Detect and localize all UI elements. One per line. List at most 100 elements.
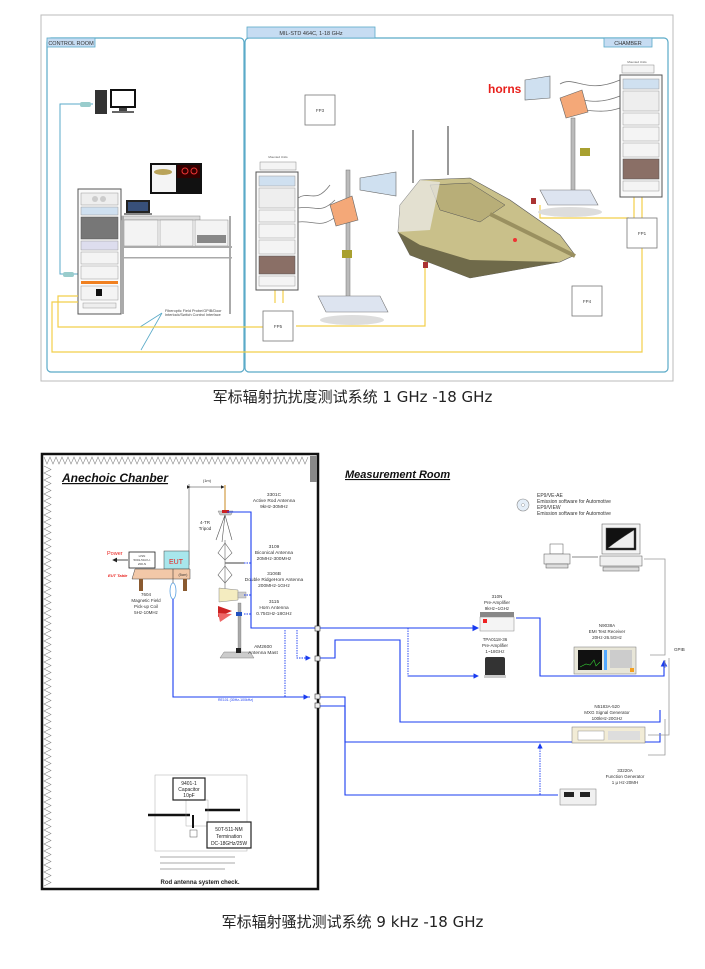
preamp-tpa-labels: TPA0118-36 Pre-Amplifier 1~18GHz: [482, 637, 509, 654]
control-pc-icon: [95, 89, 136, 114]
svg-text:310N: 310N: [492, 594, 503, 599]
svg-text:EP9/VE-AE: EP9/VE-AE: [537, 493, 564, 499]
cable-connector: [63, 272, 74, 277]
double-ridge-horn-icon: [218, 587, 239, 603]
svg-text:9401-1: 9401-1: [181, 781, 197, 787]
svg-text:Pre-Amplifier: Pre-Amplifier: [482, 643, 509, 648]
svg-text:Emission software for Automoti: Emission software for Automotive: [537, 511, 611, 517]
lisn-label: LISN: [139, 554, 146, 558]
fp3-label: FP3: [316, 108, 325, 113]
svg-text:50T-511-NM: 50T-511-NM: [215, 827, 242, 833]
horn-antenna-icon: [559, 89, 589, 119]
horns-label: horns: [488, 82, 522, 96]
svg-text:3106B: 3106B: [267, 571, 281, 577]
svg-text:N9038A: N9038A: [599, 623, 615, 628]
antenna-labels: 3301C Active Rod Antenna 9kHz-30MHz 3109…: [245, 492, 304, 617]
eut-table-label: EUT Table: [108, 573, 128, 578]
re101-label: RE101 (30Hz-100kHz): [218, 698, 253, 702]
antenna-mast-right: [524, 75, 621, 217]
svg-text:3115: 3115: [269, 599, 280, 605]
horn-antenna-icon: [359, 171, 397, 197]
field-probe-icon: [531, 198, 536, 204]
horn-antenna-icon: [524, 75, 551, 101]
horn-antenna-mast-icon: [218, 602, 255, 659]
preamp-310n-labels: 310N Pre-Amplifier 9kHz~1GHz: [484, 594, 511, 611]
software-labels: EP9/VE-AE Emission software for Automoti…: [537, 493, 611, 517]
function-generator-icon: [559, 788, 597, 806]
svg-text:Mounted Units: Mounted Units: [627, 60, 647, 64]
mast-label-1: AM2600: [254, 644, 272, 650]
chamber-door: [310, 456, 317, 482]
svg-text:7604: 7604: [141, 592, 152, 597]
chamber-label: CHAMBER: [614, 41, 642, 47]
svg-text:0.75GHz-18GHz: 0.75GHz-18GHz: [256, 611, 292, 617]
measurement-room-title: Measurement Room: [345, 469, 450, 481]
cable-connector: [80, 102, 91, 107]
lisn-box: [128, 551, 156, 569]
receiver-labels: N9038A EMI Test Receiver 20Hz-26.5GHz: [589, 623, 626, 640]
svg-text:3301C: 3301C: [267, 492, 282, 498]
control-room-frame: [46, 37, 245, 373]
emission-diagram: Anechoic Chanber Measurement Room (1m) 4…: [40, 452, 685, 891]
svg-text:EP9/VIEW: EP9/VIEW: [537, 505, 561, 511]
svg-text:20MHz-300MHz: 20MHz-300MHz: [257, 556, 292, 562]
gpib-label: GPIB: [674, 647, 685, 652]
chamber-rack-left: Mounted Units: [255, 155, 299, 291]
svg-text:1~18GHz: 1~18GHz: [485, 649, 505, 654]
control-room-label: CONTROL ROOM: [48, 41, 94, 47]
preamp-310n-icon: [479, 612, 515, 632]
laptop-icon: [124, 200, 152, 215]
tripod-label-1: 4-TR: [200, 520, 211, 525]
fiber-note-line2: Interlock/Switch Control Interface: [165, 313, 221, 317]
emi-receiver-icon: [573, 646, 637, 675]
instrument-bench: [121, 215, 232, 314]
tripod-label-2: Tripod: [199, 526, 212, 531]
feedthrough-panel-fp3: [304, 94, 336, 126]
power-label: Power: [107, 551, 123, 557]
horn-antenna-icon: [329, 195, 359, 227]
svg-text:Active Rod Antenna: Active Rod Antenna: [253, 498, 295, 504]
svg-text:200MHz-1GHz: 200MHz-1GHz: [258, 583, 290, 589]
svg-text:Mounted Units: Mounted Units: [268, 155, 288, 159]
coil-labels: 7604 Magnetic Field Pick-up Coil 5Hz-10M…: [131, 592, 161, 615]
rod-check-title: Rod antenna system check.: [160, 880, 239, 886]
standard-banner: [246, 26, 376, 39]
signal-generator-icon: [571, 726, 646, 744]
svg-text:5Hz-10MHz: 5Hz-10MHz: [134, 610, 159, 615]
table-leg: [139, 579, 143, 591]
siggen-labels: N5183A-520 MXG Signal Generator 100kHz-2…: [584, 704, 630, 721]
chamber-tab: [603, 37, 653, 48]
absorber-left: [43, 465, 52, 887]
printer-icon: [543, 543, 571, 569]
control-room-tab: [46, 37, 96, 48]
svg-text:Function Generator: Function Generator: [606, 774, 645, 779]
figure1-caption: 军标辐射抗扰度测试系统 1 GHz -18 GHz: [212, 388, 493, 406]
svg-text:Pick-up Coil: Pick-up Coil: [134, 604, 158, 609]
svg-text:Double RidgeHorn Antenna: Double RidgeHorn Antenna: [245, 577, 304, 583]
figure2-caption: 军标辐射骚扰测试系统 9 kHz -18 GHz: [221, 913, 484, 931]
rf-dashed-paths: [244, 562, 540, 796]
control-rack: [77, 188, 122, 315]
standard-banner-text: MIL-STD 464C, 1-18 GHz: [279, 31, 343, 37]
feedthrough-panel-fp4: [571, 285, 603, 317]
distance-5cm-label: (5cm): [179, 573, 188, 577]
fiber-optic-lines: [51, 182, 643, 353]
svg-text:20Hz-26.5GHz: 20Hz-26.5GHz: [592, 635, 623, 640]
rf-cable-paths: [172, 511, 668, 796]
chamber-title: Anechoic Chanber: [61, 471, 169, 485]
rod-check-inset: 9401-1 Capacitor 10pF 50T-511-NM Termina…: [148, 774, 252, 886]
svg-text:EMI Test Receiver: EMI Test Receiver: [589, 629, 626, 634]
mast-label-2: Antenna Mast: [248, 650, 278, 656]
chamber-rack-right: Mounted Units: [619, 60, 663, 198]
feedthrough-panel-fp5: [262, 310, 294, 342]
lisn-label: 5001-50-FU-: [133, 558, 150, 562]
measurement-pc-icon: [599, 523, 643, 572]
field-probe-icon: [423, 262, 428, 268]
svg-text:3109: 3109: [269, 544, 280, 550]
svg-text:Pre-Amplifier: Pre-Amplifier: [484, 600, 511, 605]
immunity-diagram: MIL-STD 464C, 1-18 GHz CONTROL ROOM CHAM…: [40, 14, 674, 382]
svg-text:DC-18GHz/25W: DC-18GHz/25W: [211, 841, 247, 847]
chamber-frame: [244, 37, 669, 373]
svg-text:Magnetic Field: Magnetic Field: [131, 598, 161, 603]
absorber-top: [43, 456, 309, 465]
